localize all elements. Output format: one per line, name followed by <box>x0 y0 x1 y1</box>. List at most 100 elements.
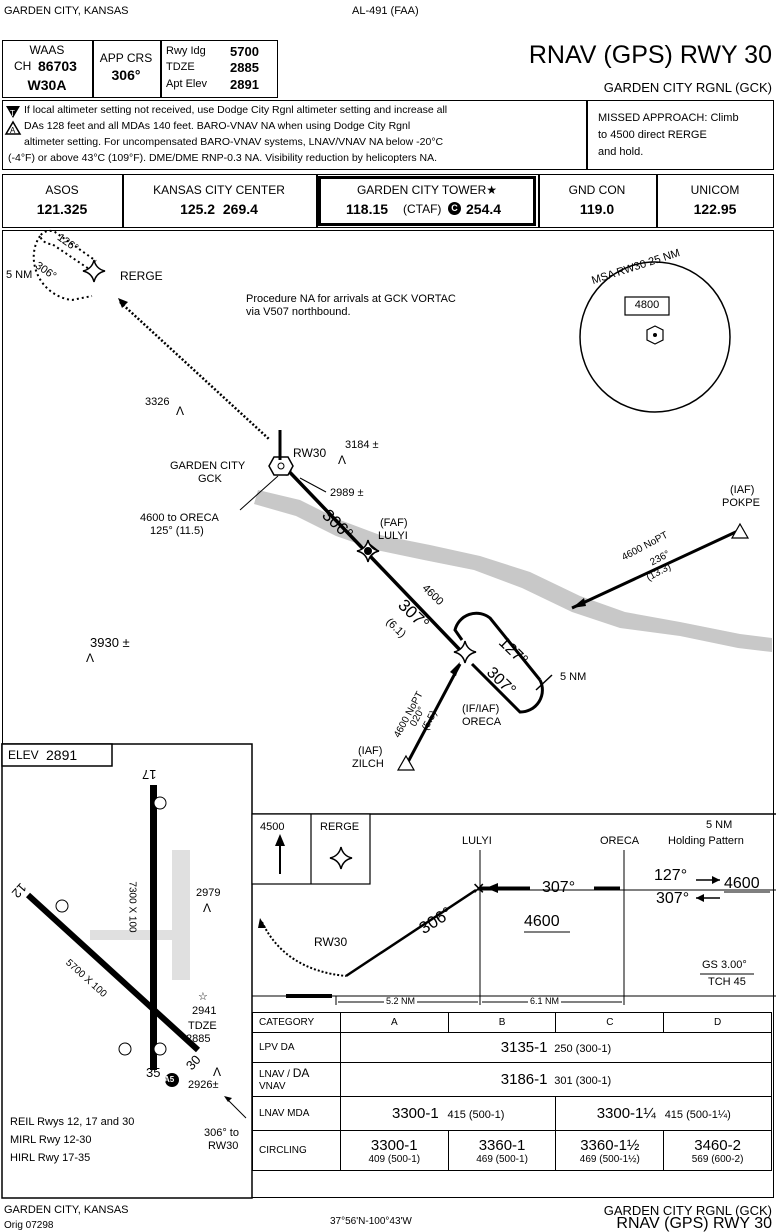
comms-row <box>2 174 774 228</box>
lpv-main: 3135-1 <box>500 1039 548 1056</box>
plan-view-frame <box>2 230 774 1198</box>
col-header-category: CATEGORY <box>252 1012 341 1033</box>
ch-value: 86703 <box>38 58 77 74</box>
lnav-vnav-main: 3186-1 <box>500 1071 548 1088</box>
lnav-vnav-value: 3186-1 301 (300-1) <box>339 1062 773 1097</box>
profile-missed-alt: 4500 <box>260 821 285 833</box>
hold-5nm: 5 NM <box>6 269 33 281</box>
obstacle-2926: 2926± <box>188 1079 219 1091</box>
app-crs-label: APP CRS <box>99 51 153 65</box>
pokpe-triangle-icon <box>730 522 750 539</box>
footer-airport: GARDEN CITY RGNL (GCK) <box>603 1203 772 1218</box>
rerge-label: RERGE <box>120 269 163 283</box>
profile-tch: TCH 45 <box>708 976 746 988</box>
lighting-3: HIRL Rwy 17-35 <box>10 1152 91 1164</box>
lpv-value: 3135-1 250 (300-1) <box>339 1032 773 1063</box>
footer-coordinates: 37°56'N-100°43'W <box>330 1216 412 1227</box>
waas-id: W30A <box>27 77 67 93</box>
lighting-2: MIRL Rwy 12-30 <box>10 1134 92 1146</box>
oreca-waypoint-icon <box>453 640 477 664</box>
lnav-cd-main: 3300-1¼ <box>596 1105 656 1122</box>
procedure-na-1: Procedure NA for arrivals at GCK VORTAC <box>246 293 456 305</box>
pokpe-label: POKPE <box>722 497 760 509</box>
lnav-ab-main: 3300-1 <box>391 1105 439 1122</box>
note-line-1: If local altimeter setting not received,… <box>24 104 448 116</box>
lnav-vnav-sub: 301 (300-1) <box>554 1075 612 1087</box>
rw30-label: RW30 <box>293 446 327 460</box>
garden-city-label: GARDEN CITY <box>170 460 246 472</box>
profile-oreca: ORECA <box>600 835 640 847</box>
header-location: GARDEN CITY, KANSAS <box>4 5 129 17</box>
comm-freq-tower: 118.15 <box>346 201 389 217</box>
profile-dist-a: 5.2 NM <box>384 996 418 1006</box>
lnav-ab-value: 3300-1 415 (500-1) <box>339 1096 557 1131</box>
svg-text:Λ: Λ <box>176 404 184 418</box>
runway-17-35 <box>150 785 157 1070</box>
waas-label: WAAS <box>29 43 65 57</box>
profile-alt-4600-faf: 4600 <box>524 913 560 930</box>
info-box <box>2 40 278 98</box>
procedure-title: RNAV (GPS) RWY 30 <box>528 41 772 69</box>
svg-text:Λ: Λ <box>203 901 211 915</box>
lnav-cd-sub: 415 (500-1¼) <box>664 1109 731 1121</box>
missed-3: and hold. <box>598 146 644 158</box>
obstacle-2979: 2979 <box>196 887 221 899</box>
obstacle-2989: 2989 ± <box>330 487 364 499</box>
msa-circle <box>579 261 731 413</box>
note-line-2: DAs 128 feet and all MDAs 140 feet. BARO… <box>24 120 411 132</box>
missed-2: to 4500 direct RERGE <box>598 129 707 141</box>
profile-crs-307b: 307° <box>656 890 690 907</box>
profile-crs-307a: 307° <box>542 879 576 896</box>
zilch-triangle-icon <box>396 754 416 771</box>
profile-hold-a: 5 NM <box>706 819 733 831</box>
svg-text:Λ: Λ <box>86 651 94 665</box>
airport-diagram-frame <box>1 743 253 1199</box>
apt-elev-label: Apt Elev <box>166 78 207 90</box>
rwy-17-label: 17 <box>142 767 157 782</box>
notes-box <box>2 100 774 170</box>
minimums-table: CATEGORY A B C D LPV DA 3135-1 250 (300-… <box>252 1012 773 1171</box>
app-crs-value: 306° <box>111 67 141 83</box>
col-header-b: B <box>447 1012 557 1033</box>
to-oreca-2: 125° (11.5) <box>150 525 204 537</box>
obstacle-icon: Λ Λ Λ <box>86 404 346 665</box>
gck-label: GCK <box>198 473 222 485</box>
oreca-iaf: (IF/IAF) <box>462 703 500 715</box>
rerge-waypoint-icon <box>82 259 106 283</box>
missed-approach-track <box>119 301 271 441</box>
obstacle-2941: 2941 <box>192 1005 217 1017</box>
profile-hold-b: Holding Pattern <box>668 835 744 847</box>
faf-label: (FAF) <box>380 517 408 529</box>
svg-text:☆: ☆ <box>198 991 208 1003</box>
obstacle-3326: 3326 <box>145 396 170 408</box>
lpv-sub: 250 (300-1) <box>554 1043 612 1055</box>
a5-approach-light-icon: A5 <box>164 1075 175 1084</box>
svg-text:✕: ✕ <box>472 881 485 898</box>
tdze-label: TDZE <box>166 61 195 73</box>
obstacle-3930: 3930 ± <box>90 635 130 650</box>
missed-hold-pattern <box>38 229 97 272</box>
runway-12-30 <box>25 892 201 1053</box>
circling-label: CIRCLING <box>252 1130 341 1171</box>
to-oreca-1: 4600 to ORECA <box>140 512 219 524</box>
note-line-3: altimeter setting. For uncompensated BAR… <box>24 136 444 148</box>
pokpe-feeder <box>571 528 741 610</box>
rwy-ldg-value: 5700 <box>230 44 259 59</box>
comm-ctaf: (CTAF) <box>403 202 442 216</box>
profile-rerge: RERGE <box>320 821 360 833</box>
zilch-iaf: (IAF) <box>358 745 383 757</box>
lulyi-waypoint-icon <box>356 539 380 563</box>
tower-box <box>318 176 536 226</box>
tdze-diagram-value: 2885 <box>186 1033 211 1045</box>
msa-altitude: 4800 <box>634 299 660 311</box>
zilch-feeder <box>406 663 462 763</box>
svg-text:Λ: Λ <box>213 1065 221 1079</box>
hold-5nm-b: 5 NM <box>560 671 587 683</box>
comm-freq-unicom: 122.95 <box>693 201 737 217</box>
zilch-label: ZILCH <box>352 758 384 770</box>
profile-rerge-icon <box>329 846 353 870</box>
profile-glidepath <box>345 888 477 978</box>
